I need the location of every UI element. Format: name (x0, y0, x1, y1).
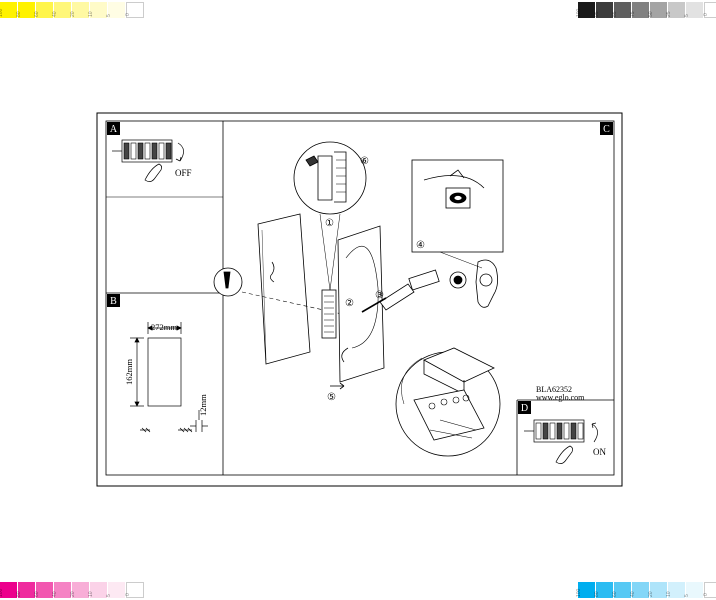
color-swatch: 95 (594, 2, 614, 18)
step-5: ⑤ (327, 392, 336, 403)
color-swatch: 20 (70, 2, 90, 18)
step-4: ④ (416, 240, 425, 251)
panel-a-label: A (107, 122, 120, 135)
color-swatch: 0 (703, 582, 716, 598)
color-swatch: 60 (34, 2, 54, 18)
color-swatch: 75 (630, 2, 650, 18)
color-swatch: 40 (630, 582, 650, 598)
panel-c-label: C (600, 122, 613, 135)
color-swatch: 5 (106, 2, 126, 18)
step-3: ③ (375, 290, 384, 301)
color-swatch: 5 (684, 2, 704, 18)
color-swatch: 80 (16, 582, 36, 598)
color-swatch: 5 (106, 582, 126, 598)
width-dimension: 272mm (151, 322, 177, 332)
website: www.eglo.com (536, 393, 585, 402)
frame-outer (96, 112, 623, 487)
color-swatch: 50 (648, 2, 668, 18)
on-label: ON (593, 447, 606, 457)
color-swatch: 80 (16, 2, 36, 18)
svg-text:A: A (110, 124, 118, 135)
assembly-illustration (213, 141, 504, 457)
color-swatch: 10 (88, 582, 108, 598)
svg-text:D: D (521, 403, 528, 414)
svg-text:B: B (110, 296, 117, 307)
model-number: BLA62352 (536, 385, 572, 394)
color-swatch: 100 (576, 582, 596, 598)
color-swatch: 20 (648, 582, 668, 598)
color-swatch: 10 (88, 2, 108, 18)
color-swatch: 25 (666, 2, 686, 18)
color-swatch: 0 (703, 2, 716, 18)
color-swatch: 80 (594, 582, 614, 598)
color-swatch: 0 (125, 582, 144, 598)
color-swatch: 0 (125, 2, 144, 18)
color-swatch: 60 (612, 582, 632, 598)
color-swatch: 40 (52, 582, 72, 598)
step-1: ① (325, 218, 334, 229)
height-dimension: 162mm (124, 359, 134, 385)
panel-d-label: D (518, 401, 531, 414)
breaker-switch-on-illustration (524, 419, 598, 464)
color-swatch: 100 (576, 2, 596, 18)
color-swatch: 100 (0, 2, 18, 18)
depth-dimension: 12mm (198, 394, 208, 416)
color-swatch: 100 (0, 582, 18, 598)
color-swatch: 40 (52, 2, 72, 18)
color-swatch: 20 (70, 582, 90, 598)
color-swatch: 60 (34, 582, 54, 598)
color-swatch: 85 (612, 2, 632, 18)
breaker-switch-off-illustration (112, 139, 184, 182)
color-swatch: 5 (684, 582, 704, 598)
panel-b-label: B (107, 294, 120, 307)
color-swatch: 10 (666, 582, 686, 598)
step-6: ⑥ (360, 156, 369, 167)
off-label: OFF (175, 168, 192, 178)
frame-inner (105, 120, 615, 476)
svg-text:C: C (603, 124, 610, 135)
dimension-drawing (130, 322, 208, 433)
step-2: ② (345, 298, 354, 309)
